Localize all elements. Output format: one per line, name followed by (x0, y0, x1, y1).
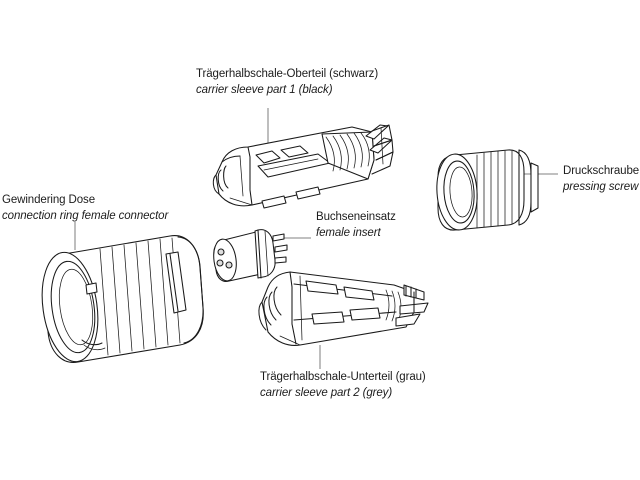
leader-lines (74, 108, 558, 369)
label-carrier-sleeve-part-2-en: carrier sleeve part 2 (grey) (260, 386, 393, 399)
label-connection-ring-en: connection ring female connector (2, 209, 169, 222)
part-carrier-sleeve-2 (258, 271, 429, 346)
label-pressing-screw-de: Druckschraube (563, 165, 640, 177)
label-connection-ring: Gewindering Dose connection ring female … (2, 193, 168, 224)
label-carrier-sleeve-part-2: Trägerhalbschale-Unterteil (grau) carrie… (260, 370, 426, 401)
label-carrier-sleeve-part-1-en: carrier sleeve part 1 (black) (196, 83, 333, 96)
part-carrier-sleeve-1 (212, 124, 394, 209)
label-pressing-screw: Druckschraube pressing screw (563, 164, 639, 195)
label-female-insert: Buchseneinsatz female insert (316, 210, 396, 241)
part-female-insert (213, 229, 288, 282)
label-female-insert-de: Buchseneinsatz (316, 211, 396, 223)
label-carrier-sleeve-part-1-de: Trägerhalbschale-Oberteil (schwarz) (196, 68, 379, 80)
label-female-insert-en: female insert (316, 226, 381, 239)
part-connection-ring-female (41, 235, 204, 363)
label-carrier-sleeve-part-1: Trägerhalbschale-Oberteil (schwarz) carr… (196, 67, 378, 98)
label-carrier-sleeve-part-2-de: Trägerhalbschale-Unterteil (grau) (260, 371, 426, 383)
label-pressing-screw-en: pressing screw (563, 180, 639, 193)
label-connection-ring-de: Gewindering Dose (2, 194, 96, 206)
part-pressing-screw (436, 149, 539, 231)
